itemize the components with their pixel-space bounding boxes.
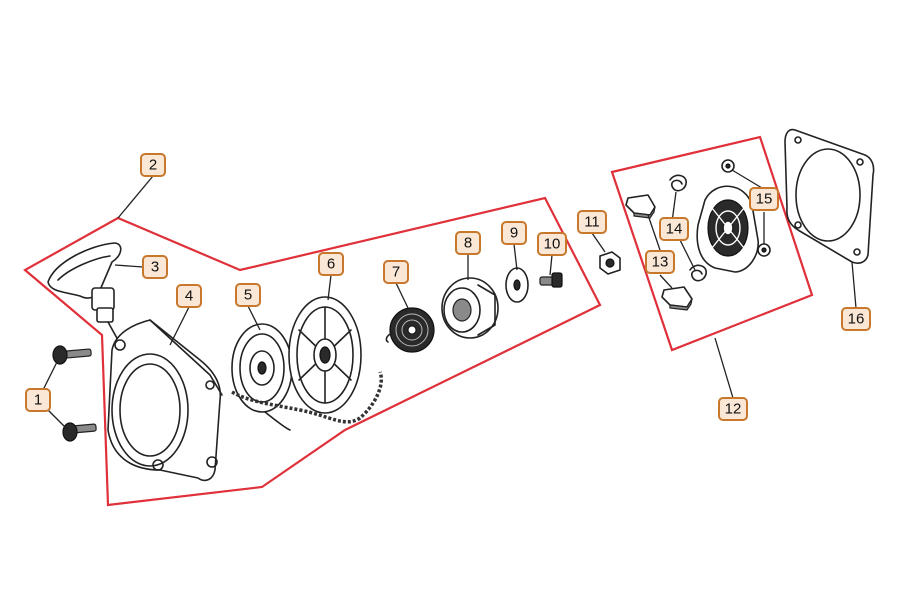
part-16-gasket [784,128,875,264]
part-15-clips [721,159,771,257]
part-9-washer [505,267,529,303]
part-4-starter-housing [107,319,223,482]
callout-5: 5 [235,283,261,307]
callout-9: 9 [501,221,527,245]
callout-13-label: 13 [652,254,669,271]
callout-4: 4 [176,284,202,308]
callout-12-label: 12 [725,401,742,418]
callout-11: 11 [577,210,607,234]
callout-5-label: 5 [244,287,252,304]
part-3-pull-handle [47,242,122,341]
callout-1-label: 1 [34,392,42,409]
callout-10-label: 10 [544,236,561,253]
callout-15-label: 15 [756,191,773,208]
callout-2: 2 [140,153,166,177]
callout-16-label: 16 [848,311,865,328]
part-10-bolt [539,272,563,288]
part-7-recoil-spring [385,307,435,353]
callout-15: 15 [749,187,779,211]
callout-14-label: 14 [666,221,683,238]
part-8-ratchet-hub [441,277,499,339]
part-5-spring-washer [231,323,293,413]
part-11-nut [599,251,621,275]
callout-13: 13 [645,250,675,274]
part-1-screws [52,345,97,442]
callout-3: 3 [142,255,168,279]
callout-8: 8 [455,231,481,255]
callout-1: 1 [25,388,51,412]
part-14-pawl-springs [669,174,707,282]
callout-4-label: 4 [185,288,193,305]
part-12-pawl-plate [696,185,759,273]
starter-rope [231,371,383,424]
starter-rope-edge [264,411,291,431]
group-outline-starter-assembly [23,196,602,507]
callout-6-label: 6 [327,256,335,273]
callout-12: 12 [718,397,748,421]
part-13-pawls [625,194,693,311]
callout-6: 6 [318,252,344,276]
callout-9-label: 9 [510,225,518,242]
callout-14: 14 [659,217,689,241]
group-outline-pawl-plate-assembly [610,135,814,352]
callout-16: 16 [841,307,871,331]
callout-7: 7 [383,260,409,284]
callout-3-label: 3 [151,259,159,276]
callout-7-label: 7 [392,264,400,281]
leader-lines [37,169,857,431]
callout-8-label: 8 [464,235,472,252]
callout-2-label: 2 [149,157,157,174]
part-6-rope-pulley [288,296,362,414]
callout-10: 10 [537,232,567,256]
callout-11-label: 11 [584,214,600,231]
